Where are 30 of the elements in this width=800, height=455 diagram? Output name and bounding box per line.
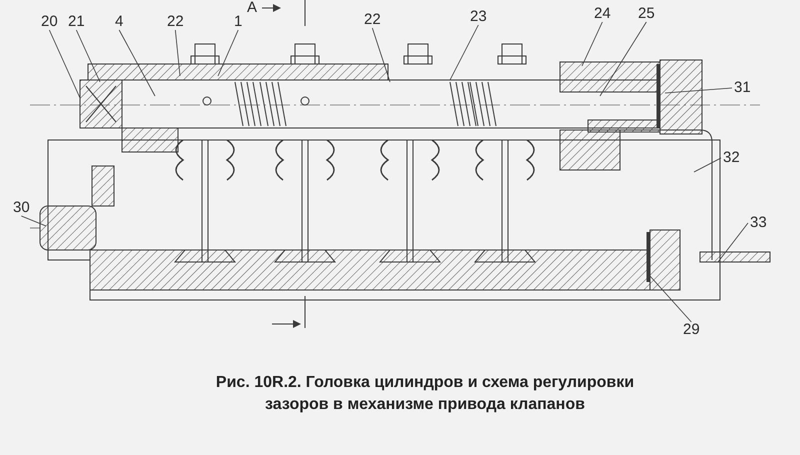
callout-number: 30	[12, 200, 31, 216]
leader-line	[600, 22, 647, 96]
leader-line	[118, 30, 156, 96]
leader-line	[372, 28, 390, 82]
figure-caption: Рис. 10R.2. Головка цилиндров и схема регулировки зазоров в механизме привода клапанов	[214, 373, 636, 415]
callout-number: 4	[114, 14, 124, 30]
callout-number: 1	[233, 14, 244, 30]
leader-line	[664, 88, 732, 94]
leader-line	[174, 30, 180, 76]
callout-number: 24	[593, 6, 612, 22]
callout-number: 25	[637, 6, 656, 22]
callout-number: 33	[749, 215, 768, 231]
leader-line	[718, 222, 748, 262]
leader-line	[582, 22, 603, 66]
callout-number: 32	[722, 150, 741, 166]
leader-line	[48, 30, 80, 98]
leader-line	[650, 276, 692, 322]
callout-number: 21	[67, 14, 86, 30]
callout-number: 31	[733, 80, 752, 96]
section-label: А	[247, 0, 258, 16]
callout-number: 23	[469, 9, 488, 25]
leader-line	[694, 158, 722, 172]
leader-line	[218, 30, 239, 76]
callout-number: 29	[682, 322, 701, 338]
leader-line	[76, 30, 100, 82]
leader-line	[20, 216, 46, 226]
callout-number: 20	[40, 14, 59, 30]
leader-line	[450, 24, 479, 80]
callout-number: 22	[166, 14, 185, 30]
callout-number: 22	[363, 12, 382, 28]
